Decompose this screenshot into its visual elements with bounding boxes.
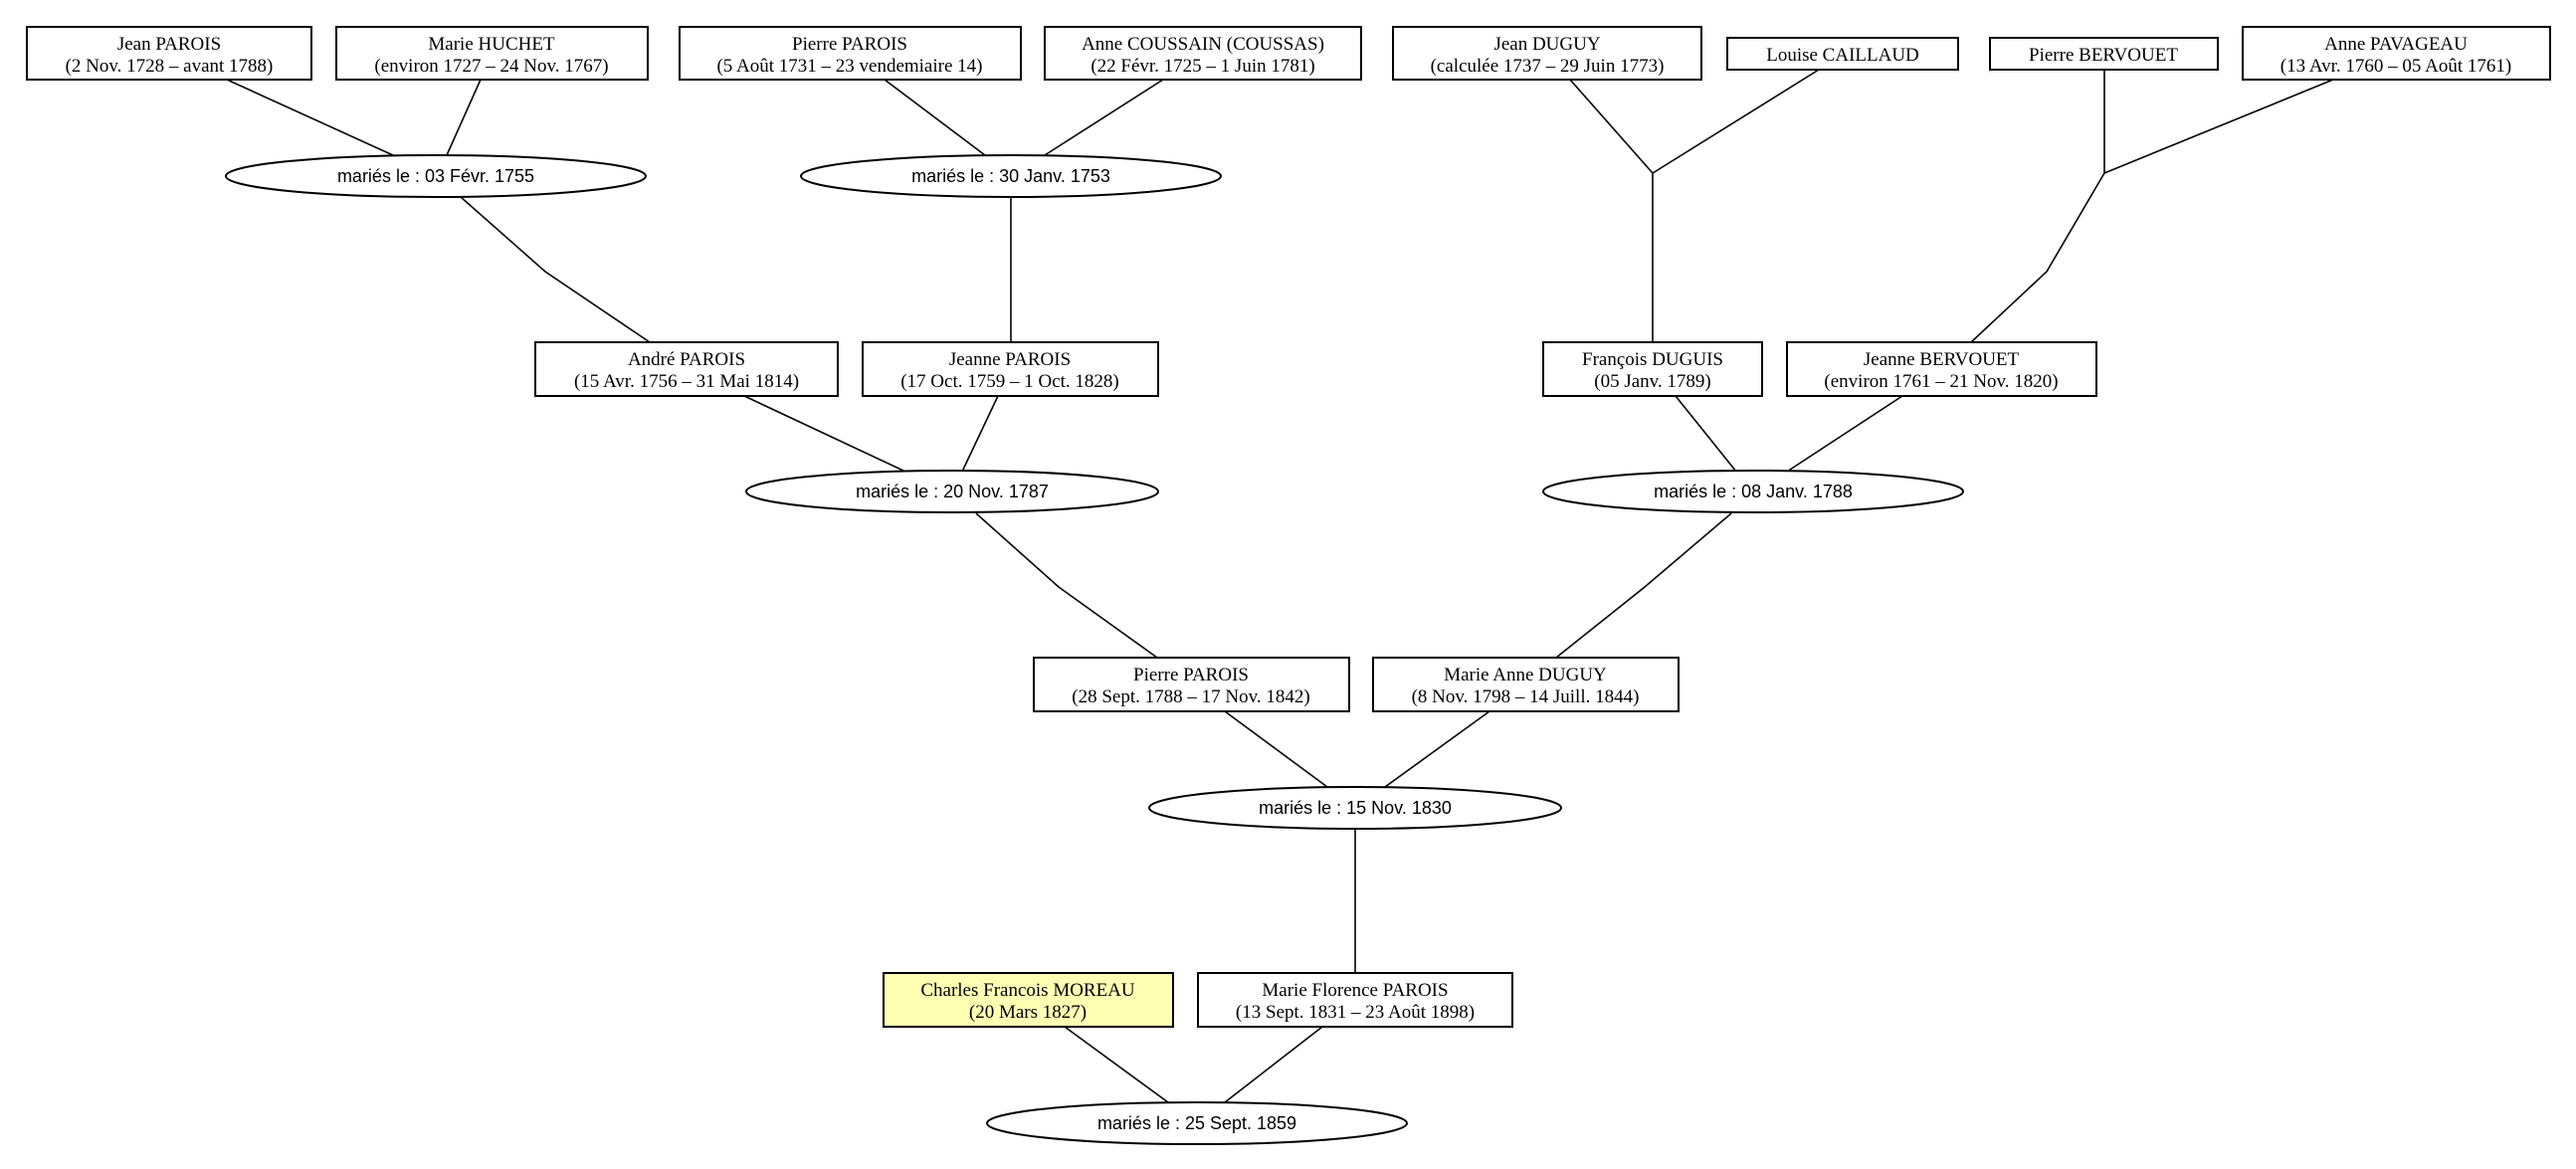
link-pierre-to-m1830 — [1224, 710, 1328, 788]
link-anne-coussain-to-m1753 — [1044, 79, 1164, 156]
person-name: Jeanne BERVOUET — [1864, 349, 2020, 370]
person-dates: (05 Janv. 1789) — [1594, 371, 1711, 392]
link-pierre-parois-to-m1753 — [884, 79, 986, 156]
marriage-label: mariés le : 20 Nov. 1787 — [856, 482, 1049, 501]
person-dates: (15 Avr. 1756 – 31 Mai 1814) — [574, 371, 799, 392]
person-box-andre-parois[interactable]: André PAROIS (15 Avr. 1756 – 31 Mai 1814… — [534, 341, 839, 397]
link-m1755-to-andre — [460, 196, 651, 343]
person-dates: (20 Mars 1827) — [969, 1002, 1087, 1023]
person-name: Pierre PAROIS — [792, 34, 907, 55]
person-dates: (calculée 1737 – 29 Juin 1773) — [1431, 56, 1665, 77]
person-name: Pierre PAROIS — [1133, 665, 1249, 685]
link-m1788-to-marie-anne — [1555, 512, 1732, 659]
person-dates: (environ 1761 – 21 Nov. 1820) — [1824, 371, 2058, 392]
link-louise-caillaud-to-junction — [1652, 69, 1820, 174]
link-jeanne-to-m1787 — [961, 395, 999, 473]
person-name: Marie Anne DUGUY — [1444, 665, 1607, 685]
marriage-oval-1859[interactable]: mariés le : 25 Sept. 1859 — [986, 1101, 1408, 1145]
person-box-jean-duguy[interactable]: Jean DUGUY (calculée 1737 – 29 Juin 1773… — [1392, 26, 1702, 81]
person-box-pierre-bervouet[interactable]: Pierre BERVOUET — [1989, 37, 2219, 71]
person-name: Louise CAILLAUD — [1766, 45, 1919, 66]
marriage-oval-1753[interactable]: mariés le : 30 Janv. 1753 — [800, 154, 1222, 198]
person-dates: (5 Août 1731 – 23 vendemiaire 14) — [716, 56, 982, 77]
link-andre-to-m1787 — [743, 395, 906, 473]
person-name: Anne PAVAGEAU — [2324, 34, 2468, 55]
link-francois-to-m1788 — [1675, 395, 1737, 473]
person-name: Marie Florence PAROIS — [1262, 980, 1448, 1001]
person-name: Marie HUCHET — [428, 34, 555, 55]
link-jean-parois-to-m1755 — [226, 79, 394, 156]
connector-lines — [226, 69, 2334, 1103]
link-marie-anne-to-m1830 — [1384, 710, 1490, 788]
link-jean-duguy-to-junction — [1569, 79, 1654, 174]
person-box-anne-pavageau[interactable]: Anne PAVAGEAU (13 Avr. 1760 – 05 Août 17… — [2242, 26, 2551, 81]
person-box-anne-coussain[interactable]: Anne COUSSAIN (COUSSAS) (22 Févr. 1725 –… — [1044, 26, 1362, 81]
person-dates: (8 Nov. 1798 – 14 Juill. 1844) — [1412, 686, 1640, 707]
marriage-label: mariés le : 08 Janv. 1788 — [1654, 482, 1853, 501]
person-name: Anne COUSSAIN (COUSSAS) — [1082, 34, 1324, 55]
link-bervouet-junction-to-jeanne — [1970, 172, 2105, 343]
marriage-label: mariés le : 15 Nov. 1830 — [1259, 798, 1452, 818]
person-dates: (28 Sept. 1788 – 17 Nov. 1842) — [1072, 686, 1309, 707]
link-marie-huchet-to-m1755 — [446, 79, 482, 156]
person-dates: (environ 1727 – 24 Nov. 1767) — [374, 56, 608, 77]
person-dates: (13 Sept. 1831 – 23 Août 1898) — [1236, 1002, 1475, 1023]
marriage-label: mariés le : 30 Janv. 1753 — [911, 166, 1110, 186]
marriage-oval-1830[interactable]: mariés le : 15 Nov. 1830 — [1148, 786, 1562, 830]
person-name: Jean DUGUY — [1493, 34, 1600, 55]
link-anne-pavageau-to-junction — [2103, 79, 2334, 174]
person-name: François DUGUIS — [1582, 349, 1723, 370]
person-name: Jeanne PAROIS — [949, 349, 1071, 370]
marriage-oval-1788[interactable]: mariés le : 08 Janv. 1788 — [1542, 470, 1964, 513]
marriage-label: mariés le : 25 Sept. 1859 — [1097, 1113, 1296, 1133]
person-dates: (2 Nov. 1728 – avant 1788) — [66, 56, 274, 77]
person-box-marie-huchet[interactable]: Marie HUCHET (environ 1727 – 24 Nov. 176… — [335, 26, 649, 81]
person-name: Pierre BERVOUET — [2029, 45, 2178, 66]
person-dates: (13 Avr. 1760 – 05 Août 1761) — [2280, 56, 2511, 77]
person-dates: (17 Oct. 1759 – 1 Oct. 1828) — [900, 371, 1119, 392]
link-jeanne-bervouet-to-m1788 — [1786, 395, 1903, 473]
link-m1787-to-pierre — [975, 512, 1158, 659]
marriage-label: mariés le : 03 Févr. 1755 — [337, 166, 534, 186]
person-box-marie-florence-parois[interactable]: Marie Florence PAROIS (13 Sept. 1831 – 2… — [1197, 972, 1513, 1028]
person-name: André PAROIS — [628, 349, 745, 370]
person-box-pierre-parois-1788[interactable]: Pierre PAROIS (28 Sept. 1788 – 17 Nov. 1… — [1033, 657, 1350, 712]
marriage-oval-1787[interactable]: mariés le : 20 Nov. 1787 — [745, 470, 1159, 513]
person-box-jeanne-bervouet[interactable]: Jeanne BERVOUET (environ 1761 – 21 Nov. … — [1786, 341, 2097, 397]
person-box-louise-caillaud[interactable]: Louise CAILLAUD — [1726, 37, 1959, 71]
person-dates: (22 Févr. 1725 – 1 Juin 1781) — [1090, 56, 1314, 77]
marriage-oval-1755[interactable]: mariés le : 03 Févr. 1755 — [225, 154, 647, 198]
person-box-jeanne-parois[interactable]: Jeanne PAROIS (17 Oct. 1759 – 1 Oct. 182… — [862, 341, 1159, 397]
person-box-marie-anne-duguy[interactable]: Marie Anne DUGUY (8 Nov. 1798 – 14 Juill… — [1372, 657, 1680, 712]
person-box-pierre-parois-1731[interactable]: Pierre PAROIS (5 Août 1731 – 23 vendemia… — [679, 26, 1022, 81]
person-name: Jean PAROIS — [117, 34, 221, 55]
link-marie-florence-to-m1859 — [1224, 1026, 1323, 1103]
person-name: Charles Francois MOREAU — [920, 980, 1135, 1001]
person-box-francois-duguis[interactable]: François DUGUIS (05 Janv. 1789) — [1542, 341, 1763, 397]
person-box-jean-parois[interactable]: Jean PAROIS (2 Nov. 1728 – avant 1788) — [26, 26, 312, 81]
person-box-charles-moreau[interactable]: Charles Francois MOREAU (20 Mars 1827) — [883, 972, 1174, 1028]
link-charles-to-m1859 — [1064, 1026, 1169, 1103]
